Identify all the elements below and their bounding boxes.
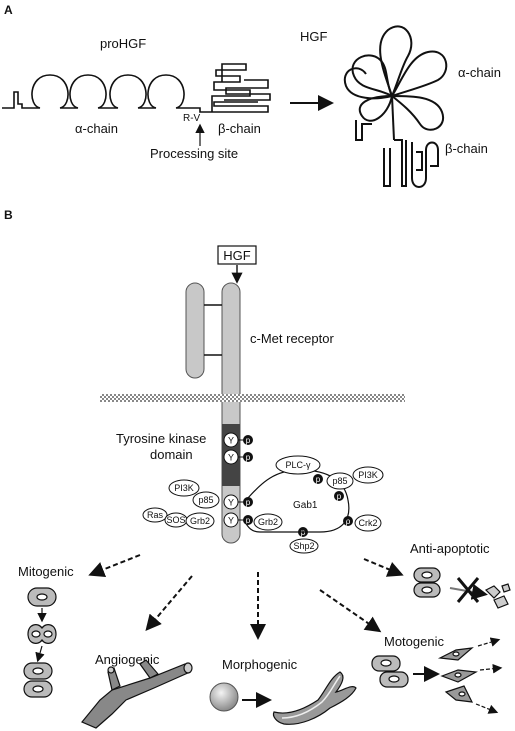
protein-grb2-left: Grb2 bbox=[185, 512, 215, 530]
processing-site-label: Processing site bbox=[150, 146, 238, 161]
svg-text:p: p bbox=[337, 492, 342, 501]
tyrosine-4: Y bbox=[223, 512, 239, 528]
protein-pi3k-right: PI3K bbox=[352, 466, 384, 484]
tyrosine-1: Y bbox=[223, 432, 239, 448]
protein-shp2: Shp2 bbox=[289, 538, 319, 554]
angiogenic-vessels bbox=[81, 659, 193, 729]
phosphate-sites: p p p p p p p p bbox=[238, 435, 353, 537]
tyrosine-2: Y bbox=[223, 449, 239, 465]
svg-text:p: p bbox=[346, 517, 351, 526]
svg-text:Grb2: Grb2 bbox=[190, 516, 210, 526]
protein-crk2: Crk2 bbox=[354, 514, 382, 532]
svg-text:Crk2: Crk2 bbox=[358, 518, 377, 528]
svg-text:Y: Y bbox=[228, 498, 234, 508]
outcome-anti-apoptotic: Anti-apoptotic bbox=[410, 541, 490, 556]
svg-text:PLC-γ: PLC-γ bbox=[285, 460, 311, 470]
motogenic-cells bbox=[371, 637, 503, 714]
kinase-domain-label-2: domain bbox=[150, 447, 193, 462]
hgf-structure bbox=[343, 25, 448, 188]
protein-grb2-right: Grb2 bbox=[253, 513, 283, 531]
alpha-chain-label-right: α-chain bbox=[458, 65, 501, 80]
hgf-ligand-box bbox=[217, 245, 257, 265]
svg-text:p: p bbox=[316, 475, 321, 484]
tyrosine-3: Y bbox=[223, 494, 239, 510]
protein-pi3k-left: PI3K bbox=[168, 479, 200, 497]
outcome-mitogenic: Mitogenic bbox=[18, 564, 74, 579]
panel-b-label: B bbox=[4, 208, 13, 222]
cleavage-motif: R-V bbox=[183, 113, 201, 124]
svg-text:p: p bbox=[246, 498, 251, 507]
prohgf-structure bbox=[2, 63, 271, 113]
signaling-proteins: PI3K p85 Ras SOS Grb2 Grb2 PLC-γ p85 PI3… bbox=[142, 455, 384, 554]
cell-membrane bbox=[100, 394, 405, 402]
outcome-motogenic: Motogenic bbox=[384, 634, 444, 649]
svg-text:PI3K: PI3K bbox=[174, 483, 194, 493]
hgf-ligand-label: HGF bbox=[223, 248, 251, 263]
svg-text:p: p bbox=[246, 453, 251, 462]
panel-b: B HGF c-Met receptor Tyrosine kinase dom… bbox=[4, 208, 511, 729]
anti-apoptotic-cells bbox=[413, 567, 511, 609]
svg-text:p85: p85 bbox=[332, 476, 347, 486]
protein-ras: Ras bbox=[142, 507, 168, 523]
svg-text:p: p bbox=[246, 436, 251, 445]
svg-text:Y: Y bbox=[228, 436, 234, 446]
svg-text:Y: Y bbox=[228, 453, 234, 463]
protein-p85-left: p85 bbox=[192, 491, 220, 509]
receptor-label: c-Met receptor bbox=[250, 331, 334, 346]
outcome-arrows bbox=[88, 554, 404, 640]
svg-text:p85: p85 bbox=[198, 495, 213, 505]
prohgf-title: proHGF bbox=[100, 36, 146, 51]
gab1-scaffold bbox=[243, 469, 350, 533]
alpha-chain-label-left: α-chain bbox=[75, 121, 118, 136]
hgf-title: HGF bbox=[300, 29, 328, 44]
mitogenic-cells bbox=[23, 587, 57, 698]
svg-text:SOS: SOS bbox=[166, 515, 185, 525]
panel-a: A proHGF HGF R-V α-chain β-chain Process… bbox=[2, 3, 501, 188]
svg-text:Ras: Ras bbox=[147, 510, 164, 520]
protein-sos: SOS bbox=[164, 512, 188, 528]
svg-text:Shp2: Shp2 bbox=[293, 541, 314, 551]
outcome-morphogenic: Morphogenic bbox=[222, 657, 298, 672]
svg-text:PI3K: PI3K bbox=[358, 470, 378, 480]
beta-chain-label-right: β-chain bbox=[445, 141, 488, 156]
panel-a-label: A bbox=[4, 3, 13, 17]
protein-p85-right: p85 bbox=[326, 472, 354, 490]
svg-text:p: p bbox=[246, 516, 251, 525]
gab1-label: Gab1 bbox=[293, 500, 318, 511]
svg-text:Grb2: Grb2 bbox=[258, 517, 278, 527]
kinase-domain-label-1: Tyrosine kinase bbox=[116, 431, 206, 446]
beta-chain-label-left: β-chain bbox=[218, 121, 261, 136]
morphogenic-structures bbox=[209, 671, 357, 725]
svg-text:Y: Y bbox=[228, 516, 234, 526]
protein-plc-gamma: PLC-γ bbox=[275, 455, 321, 475]
